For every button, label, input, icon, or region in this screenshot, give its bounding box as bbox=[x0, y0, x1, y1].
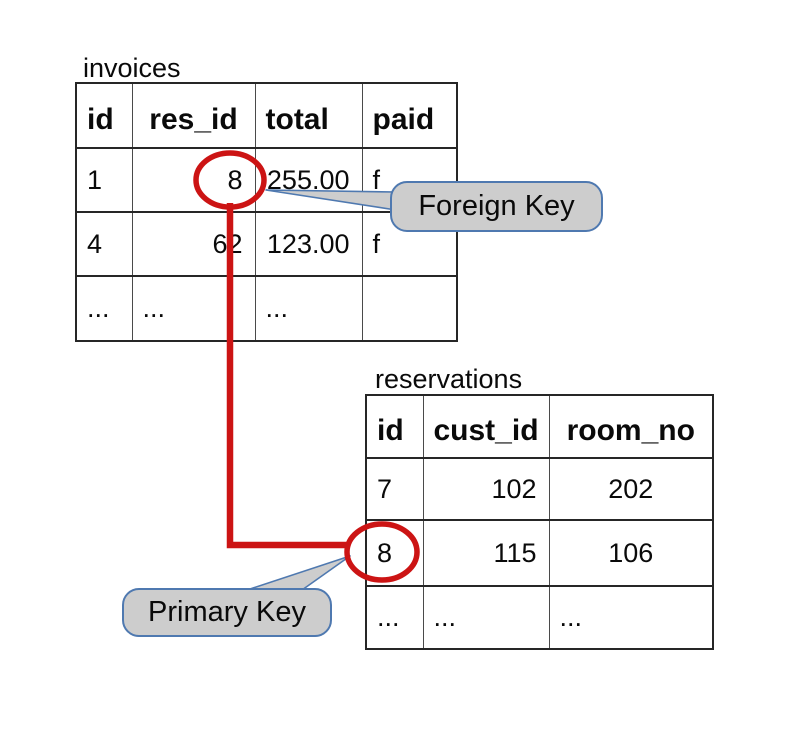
table-cell: 102 bbox=[422, 457, 550, 521]
foreign-key-callout: Foreign Key bbox=[390, 181, 603, 232]
reservations-column-header-room_no: room_no bbox=[548, 394, 714, 459]
foreign-key-callout-label: Foreign Key bbox=[418, 190, 575, 222]
table-cell: 8 bbox=[365, 519, 424, 587]
table-cell bbox=[361, 275, 458, 342]
table-cell: 115 bbox=[422, 519, 550, 587]
table-cell: 7 bbox=[365, 457, 424, 521]
table-cell: ... bbox=[548, 585, 714, 650]
primary-key-callout-label: Primary Key bbox=[148, 596, 306, 628]
invoices-column-header-id: id bbox=[75, 82, 133, 149]
table-cell: ... bbox=[75, 275, 133, 342]
table-cell: ... bbox=[254, 275, 363, 342]
table-cell: 62 bbox=[131, 211, 256, 277]
reservations-column-header-cust_id: cust_id bbox=[422, 394, 550, 459]
table-cell: 4 bbox=[75, 211, 133, 277]
invoices-column-header-total: total bbox=[254, 82, 363, 149]
primary-key-callout-tail bbox=[246, 555, 351, 591]
primary-key-callout: Primary Key bbox=[122, 588, 332, 637]
table-cell: ... bbox=[365, 585, 424, 650]
reservations-column-header-id: id bbox=[365, 394, 424, 459]
table-cell: 255.00 bbox=[254, 147, 363, 213]
invoices-table-title: invoices bbox=[83, 53, 181, 83]
table-cell: ... bbox=[131, 275, 256, 342]
table-cell: 202 bbox=[548, 457, 714, 521]
table-cell: 1 bbox=[75, 147, 133, 213]
table-cell: 8 bbox=[131, 147, 256, 213]
invoices-column-header-res_id: res_id bbox=[131, 82, 256, 149]
table-cell: ... bbox=[422, 585, 550, 650]
invoices-column-header-paid: paid bbox=[361, 82, 458, 149]
table-cell: 123.00 bbox=[254, 211, 363, 277]
reservations-table-title: reservations bbox=[375, 364, 523, 394]
table-cell: 106 bbox=[548, 519, 714, 587]
invoices-table-row: ......... bbox=[75, 275, 458, 342]
reservations-table-row: ......... bbox=[365, 585, 714, 650]
